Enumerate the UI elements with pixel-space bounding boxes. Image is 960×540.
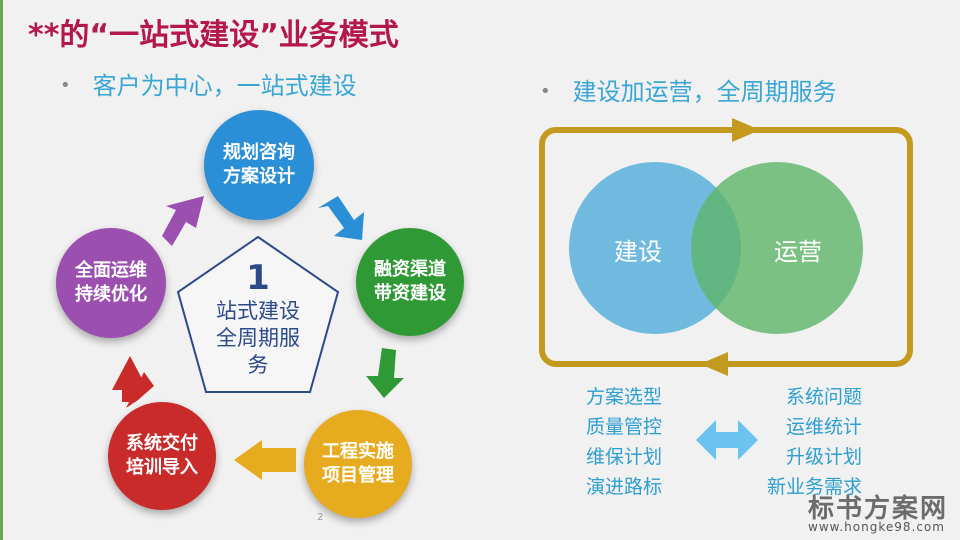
center-pentagon bbox=[176, 235, 340, 393]
arrow-icon bbox=[318, 196, 364, 240]
venn-label-build: 建设 bbox=[614, 238, 662, 266]
left-bullet-text: 客户为中心，一站式建设 bbox=[92, 72, 357, 100]
center-label: 1 站式建设 全周期服 务 bbox=[216, 258, 300, 377]
page-title: **的“一站式建设”业务模式 bbox=[28, 18, 399, 53]
arrow-icon bbox=[162, 196, 204, 246]
double-arrow-icon bbox=[696, 420, 758, 460]
arrow-icon bbox=[366, 348, 404, 398]
watermark-name: 标书方案网 bbox=[808, 494, 949, 524]
arrow-icon bbox=[234, 440, 296, 480]
arrow-icon bbox=[112, 356, 148, 402]
venn-circle-operate bbox=[691, 162, 863, 334]
watermark-url: www.hongke98.com bbox=[808, 520, 945, 534]
loop-arrow-icon bbox=[732, 118, 760, 142]
loop-arrow-icon bbox=[700, 352, 728, 376]
venn-circle-build bbox=[569, 162, 741, 334]
step-operation: 全面运维持续优化 bbox=[56, 228, 166, 338]
build-list: 方案选型质量管控维保计划演进路标 bbox=[586, 386, 663, 498]
right-bullet-text: 建设加运营，全周期服务 bbox=[572, 78, 837, 106]
left-bullet: •客户为中心，一站式建设 bbox=[60, 72, 357, 100]
right-bullet: •建设加运营，全周期服务 bbox=[540, 78, 837, 106]
page-number: 2 bbox=[317, 512, 324, 523]
left-accent-bar bbox=[0, 0, 3, 540]
step-construction: 工程实施项目管理 bbox=[304, 410, 412, 518]
step-financing: 融资渠道带资建设 bbox=[356, 228, 464, 336]
venn-label-operate: 运营 bbox=[774, 238, 822, 266]
step-delivery: 系统交付培训导入 bbox=[108, 402, 216, 510]
operate-list: 系统问题运维统计升级计划新业务需求 bbox=[766, 386, 862, 498]
step-planning: 规划咨询方案设计 bbox=[204, 110, 314, 220]
